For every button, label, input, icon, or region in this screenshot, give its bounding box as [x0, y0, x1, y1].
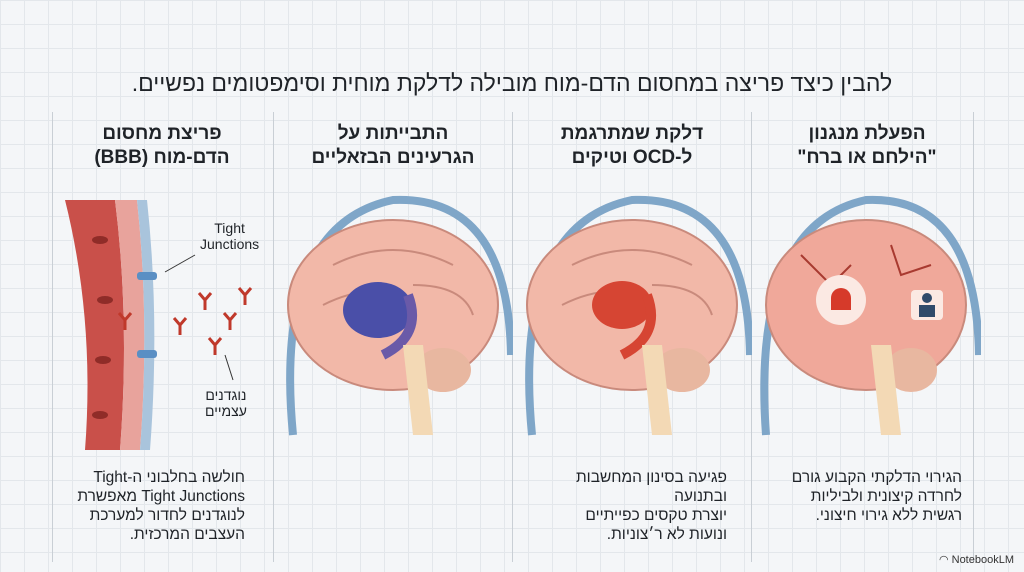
brain-basal-ganglia-illustration: [286, 195, 513, 436]
divider: [52, 112, 53, 562]
panel-heading-fight-flight: הפעלת מנגנון"הילחם או ברח": [797, 123, 937, 168]
notebooklm-logo-icon: ◠: [938, 554, 952, 566]
brain-fight-flight-illustration: [760, 195, 981, 436]
brain-ocd-illustration: [525, 195, 752, 436]
divider: [273, 112, 274, 562]
notebooklm-brand: ◠ NotebookLM: [938, 554, 1014, 566]
divider: [973, 112, 974, 562]
page-title: להבין כיצד פריצה במחסום הדם-מוח מובילה ל…: [131, 70, 893, 96]
alarm-icon: [831, 288, 851, 310]
blood-vessel-illustration: [65, 200, 253, 450]
stressed-person-icon: [922, 293, 932, 303]
antibody-icons: [117, 287, 253, 355]
